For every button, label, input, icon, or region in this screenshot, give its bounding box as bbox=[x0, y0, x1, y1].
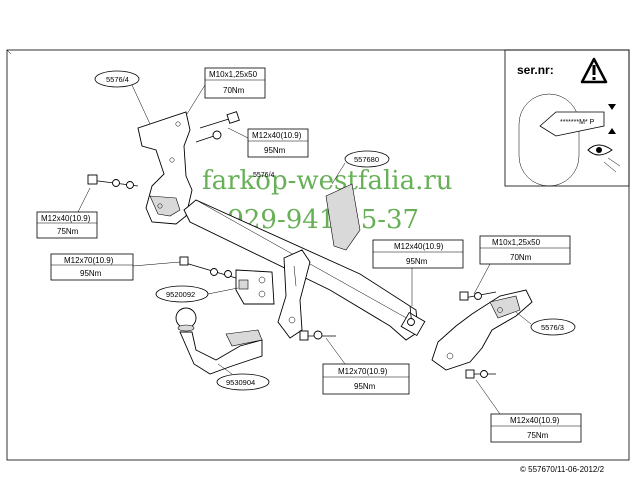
torque-bolt-left-upper: M12x40(10.9) bbox=[41, 214, 91, 223]
drawing-frame bbox=[6, 49, 630, 461]
part-callout-plate: 9520092 bbox=[155, 285, 239, 303]
tow-ball bbox=[175, 307, 263, 375]
part-callout-ball: 9530904 bbox=[216, 363, 270, 391]
torque-callout-right-top: M10x1,25x50 70Nm bbox=[473, 235, 571, 295]
torque-bolt-bottom-center: M12x70(10.9) bbox=[338, 367, 388, 376]
part-callout-bracket-left: 5576/4 bbox=[94, 70, 151, 125]
torque-callout-left-upper: M12x40(10.9) 75Nm bbox=[36, 187, 98, 239]
torque-value-right-mid: 95Nm bbox=[406, 257, 428, 266]
part-callout-crossbar: 557680 bbox=[331, 150, 390, 185]
torque-bolt-top-center-2: M12x40(10.9) bbox=[252, 131, 302, 140]
torque-value-right-top: 70Nm bbox=[510, 253, 532, 262]
torque-bolt-top-center: M10x1,25x50 bbox=[209, 70, 258, 79]
eye-icon bbox=[587, 144, 621, 173]
center-bracket bbox=[277, 249, 311, 339]
torque-value-top-center-2: 95Nm bbox=[264, 146, 286, 155]
warning-triangle-icon bbox=[580, 57, 608, 84]
plate-bolt bbox=[179, 256, 237, 279]
serial-tag: *******M* P bbox=[539, 104, 616, 137]
serial-number-label: ser.nr: bbox=[517, 63, 554, 77]
mounting-plate bbox=[235, 269, 275, 305]
torque-callout-bottom-center: M12x70(10.9) 95Nm bbox=[322, 337, 410, 395]
right-bracket bbox=[431, 289, 533, 371]
part-label-plate: 9520092 bbox=[166, 290, 195, 299]
part-callout-bracket-right: 5576/3 bbox=[515, 311, 576, 336]
torque-bolt-right-top: M10x1,25x50 bbox=[492, 238, 541, 247]
bolt-right-2 bbox=[465, 369, 496, 379]
torque-value-left-lower: 95Nm bbox=[80, 269, 102, 278]
torque-callout-top-center: M10x1,25x50 70Nm bbox=[186, 67, 266, 115]
bolt-center-right bbox=[407, 305, 415, 327]
left-bracket bbox=[137, 111, 193, 225]
torque-bolt-right-mid: M12x40(10.9) bbox=[394, 242, 444, 251]
bolt-mid bbox=[299, 330, 336, 341]
torque-callout-bottom-right: M12x40(10.9) 75Nm bbox=[475, 379, 582, 443]
torque-bolt-left-lower: M12x70(10.9) bbox=[64, 256, 114, 265]
serial-plate bbox=[518, 93, 580, 187]
bolt-left-1 bbox=[199, 111, 240, 129]
torque-value-top-center: 70Nm bbox=[223, 86, 245, 95]
torque-callout-left-lower: M12x70(10.9) 95Nm bbox=[50, 253, 181, 281]
torque-value-bottom-center: 95Nm bbox=[354, 382, 376, 391]
bolt-right-1 bbox=[459, 291, 497, 301]
part-label-bracket-left: 5576/4 bbox=[106, 75, 129, 84]
torque-callout-right-mid: M12x40(10.9) 95Nm bbox=[372, 239, 464, 306]
frame-corner-line bbox=[6, 49, 12, 55]
part-label-ball: 9530904 bbox=[226, 378, 255, 387]
bolt-left-2 bbox=[195, 130, 222, 143]
torque-callout-top-center-2: M12x40(10.9) 95Nm bbox=[227, 127, 309, 158]
part-label-crossbar: 557680 bbox=[354, 155, 379, 164]
torque-bolt-bottom-right: M12x40(10.9) bbox=[510, 416, 560, 425]
copyright-text: © 557670/11-06-2012/2 bbox=[520, 465, 605, 474]
torque-value-left-upper: 75Nm bbox=[57, 227, 79, 236]
part-label-crossbar-overlay: 5576/4 bbox=[253, 172, 275, 179]
watermark-website: farkop-westfalia.ru bbox=[202, 166, 453, 196]
torque-value-bottom-right: 75Nm bbox=[527, 431, 549, 440]
part-label-bracket-right: 5576/3 bbox=[541, 323, 564, 332]
serial-tag-text: *******M* P bbox=[560, 119, 595, 126]
warning-panel: ser.nr: *******M* P bbox=[504, 49, 630, 187]
crossbar-gusset bbox=[325, 183, 361, 251]
bolt-left-3 bbox=[87, 174, 139, 189]
